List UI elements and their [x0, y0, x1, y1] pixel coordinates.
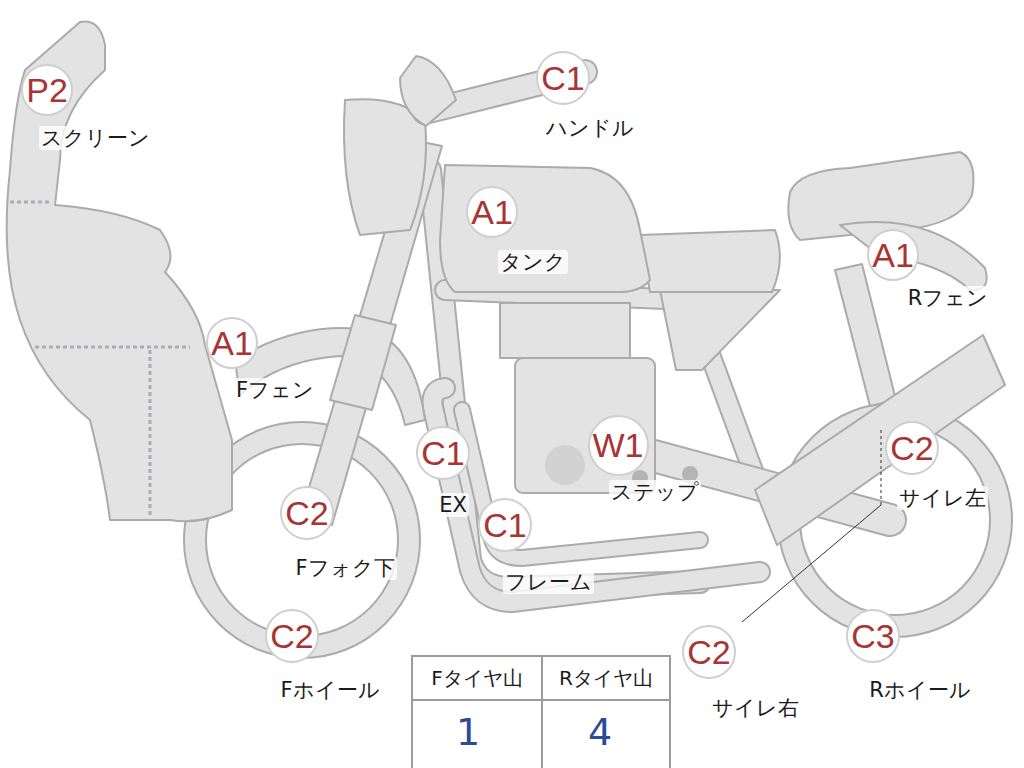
callout: C1EX: [416, 426, 470, 480]
part-name: ステップ: [609, 480, 701, 504]
callout: C2Fホイール: [265, 609, 319, 663]
fairing-divisions: [10, 202, 190, 515]
part-name: Fホイール: [278, 678, 381, 702]
callout-circle: C1: [536, 51, 590, 105]
callout-circle: A1: [206, 317, 258, 369]
callout-circle: C2: [682, 625, 736, 679]
callout: C1フレーム: [478, 498, 532, 552]
callout-circle: A1: [867, 229, 919, 281]
callout-circle: C2: [885, 421, 939, 475]
part-name: サイレ右: [710, 696, 801, 720]
table-header: Fタイヤ山: [431, 667, 523, 689]
part-name: Rホイール: [867, 678, 973, 702]
part-name: Rフェン: [906, 286, 991, 310]
engine-head: [500, 303, 630, 358]
front-fender: [235, 328, 425, 425]
callout: C2サイレ左: [885, 421, 939, 475]
callout-code: C2: [890, 431, 933, 465]
callout: C1ハンドル: [536, 51, 590, 105]
callout-circle: C2: [265, 609, 319, 663]
headlight: [344, 99, 426, 235]
callout-code: C2: [270, 619, 313, 653]
part-name: Fフェン: [234, 378, 316, 402]
callout-circle: W1: [588, 415, 649, 476]
tread-table: [412, 656, 670, 768]
callout: P2スクリーン: [21, 64, 73, 116]
part-name: フレーム: [503, 570, 594, 594]
callout-circle: C1: [416, 426, 470, 480]
callout-code: P2: [26, 73, 68, 107]
silencer: [755, 335, 1005, 545]
callout-circle: C2: [280, 486, 334, 540]
table-header: Rタイヤ山: [559, 667, 653, 689]
callout-code: A1: [211, 326, 253, 360]
callout: C2サイレ右: [682, 625, 736, 679]
part-name: タンク: [498, 250, 568, 274]
seat: [640, 230, 780, 292]
fork-cover: [330, 315, 396, 410]
callout-code: W1: [593, 428, 644, 462]
callout-circle: P2: [21, 64, 73, 116]
part-name: Fフォク下: [293, 556, 396, 580]
callout-code: C1: [541, 61, 584, 95]
table-value: 4: [588, 712, 612, 754]
callout: C2Fフォク下: [280, 486, 334, 540]
callout-circle: A1: [466, 186, 518, 238]
callout-code: A1: [471, 195, 513, 229]
part-name: スクリーン: [39, 126, 152, 150]
fairing: [7, 21, 232, 521]
callout-code: A1: [872, 238, 914, 272]
mirror: [400, 56, 456, 126]
engine-cover: [545, 445, 585, 485]
leader-line: [742, 505, 881, 622]
side-panel: [660, 290, 780, 370]
part-name: EX: [437, 493, 469, 517]
callout-code: C2: [285, 496, 328, 530]
callout-code: C1: [483, 508, 526, 542]
callout: C3Rホイール: [846, 609, 900, 663]
engine-block: [515, 358, 655, 493]
callout-code: C1: [421, 436, 464, 470]
callout-circle: C1: [478, 498, 532, 552]
part-name: ハンドル: [544, 116, 636, 140]
leader-line: [881, 430, 882, 505]
table-value: 1: [456, 712, 480, 754]
part-name: サイレ左: [897, 486, 988, 510]
fuel-tank: [440, 165, 650, 292]
rear-shock: [835, 264, 896, 406]
callout-circle: C3: [846, 609, 900, 663]
callout-code: C2: [687, 635, 730, 669]
callout: A1Fフェン: [206, 317, 258, 369]
callout: W1ステップ: [588, 415, 649, 476]
callout: A1タンク: [466, 186, 518, 238]
callout: A1Rフェン: [867, 229, 919, 281]
rear-fender: [840, 222, 987, 290]
callout-code: C3: [851, 619, 894, 653]
